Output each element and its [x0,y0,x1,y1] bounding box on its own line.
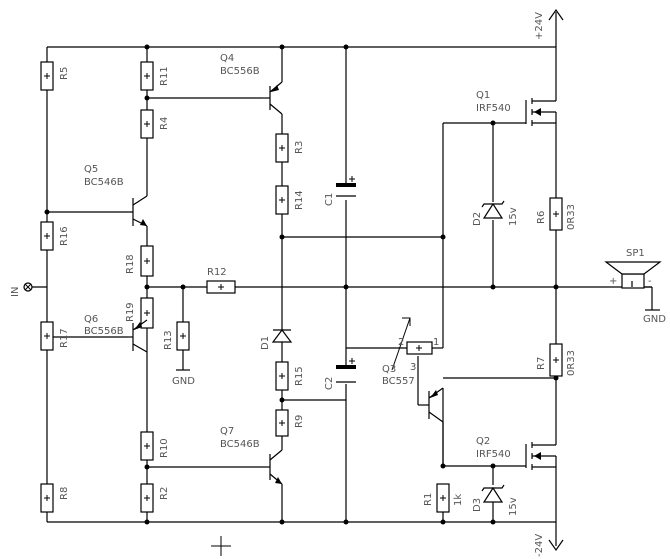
resistor-r17 [40,321,54,351]
crosshair-marker [211,536,231,556]
gnd-label-speaker: GND [643,314,666,325]
label-r7: R7 [536,357,547,370]
label-d3-value: 15v [508,497,519,516]
negative-rail-arrow [548,539,564,552]
resistor-r15 [275,361,289,391]
label-r9: R9 [294,415,305,428]
diode-d1 [271,329,293,343]
transistor-q6 [128,319,148,378]
label-q3-type: BC557 [382,376,415,387]
negative-rail-label: -24V [534,534,545,557]
label-r5: R5 [59,67,70,80]
transistor-q4 [262,81,283,115]
resistor-r14 [275,185,289,215]
label-q6: Q6 [84,314,98,325]
pot-pin3-label: 3 [410,362,416,373]
label-r15: R15 [294,366,305,386]
label-r16: R16 [59,226,70,246]
gnd-label-r13: GND [172,376,195,387]
label-r11: R11 [159,66,170,86]
label-r1: R1 [423,493,434,506]
resistor-r6 [549,197,563,231]
resistor-r5 [40,61,54,91]
label-r17: R17 [59,328,70,348]
label-d3: D3 [472,498,483,512]
label-q1-type: IRF540 [476,103,511,114]
pot-pin1-label: 1 [433,337,439,348]
resistor-r1 [436,483,450,513]
resistor-r4 [140,109,154,139]
label-r4: R4 [159,117,170,130]
label-c2: C2 [324,377,335,390]
label-sp1: SP1 [626,248,645,259]
pot-pin2-label: 2 [398,337,404,348]
label-r2: R2 [159,487,170,500]
label-r12: R12 [207,267,227,278]
resistor-r9 [275,409,289,437]
label-c1: C1 [324,193,335,206]
resistor-r18 [140,245,154,277]
wires [28,12,653,546]
label-r7-value: 0R33 [566,350,577,376]
resistor-r7 [549,343,563,377]
label-q5: Q5 [84,164,98,175]
label-q7: Q7 [220,426,234,437]
label-q6-type: BC556B [84,326,124,337]
junctions [44,44,559,525]
capacitor-c1 [336,176,356,197]
label-sp-minus: - [648,276,652,287]
label-q4: Q4 [220,53,234,64]
zener-d3 [481,484,505,503]
input-label: IN [10,287,21,297]
resistor-r12 [206,280,236,294]
resistor-r13 [176,321,190,351]
label-q3: Q3 [382,364,396,375]
label-q2: Q2 [476,436,490,447]
transistor-q5 [132,195,148,227]
positive-rail-label: +24V [534,12,545,40]
label-r6-value: 0R33 [566,204,577,230]
resistor-r3 [275,133,289,163]
label-q5-type: BC546B [84,177,124,188]
label-q2-type: IRF540 [476,449,511,460]
label-d1: D1 [260,336,271,350]
mosfet-q1 [525,90,557,132]
capacitor-c2 [336,358,356,383]
positive-rail-arrow [548,8,564,21]
label-r18: R18 [125,254,136,274]
label-r13: R13 [163,330,174,350]
transistor-q3 [417,378,444,466]
label-q1: Q1 [476,90,490,101]
resistor-r16 [40,221,54,251]
label-d2: D2 [472,212,483,226]
label-r3: R3 [294,141,305,154]
label-r1-value: 1k [453,494,464,506]
label-r19: R19 [125,302,136,322]
label-q7-type: BC546B [220,439,260,450]
mosfet-q2 [525,428,557,470]
transistor-q7 [266,449,283,485]
zener-d2 [481,200,505,219]
label-r14: R14 [294,190,305,210]
input-terminal [23,282,33,292]
label-r10: R10 [159,438,170,458]
speaker-sp1 [604,261,662,289]
resistor-r10 [140,431,154,461]
label-d2-value: 15v [508,207,519,226]
resistor-r11 [140,61,154,91]
resistor-r2 [140,483,154,513]
label-r8: R8 [59,487,70,500]
label-q4-type: BC556B [220,66,260,77]
potentiometer [391,317,433,371]
label-sp-plus: + [609,276,617,287]
resistor-r19 [140,297,154,329]
label-r6: R6 [536,211,547,224]
resistor-r8 [40,483,54,513]
